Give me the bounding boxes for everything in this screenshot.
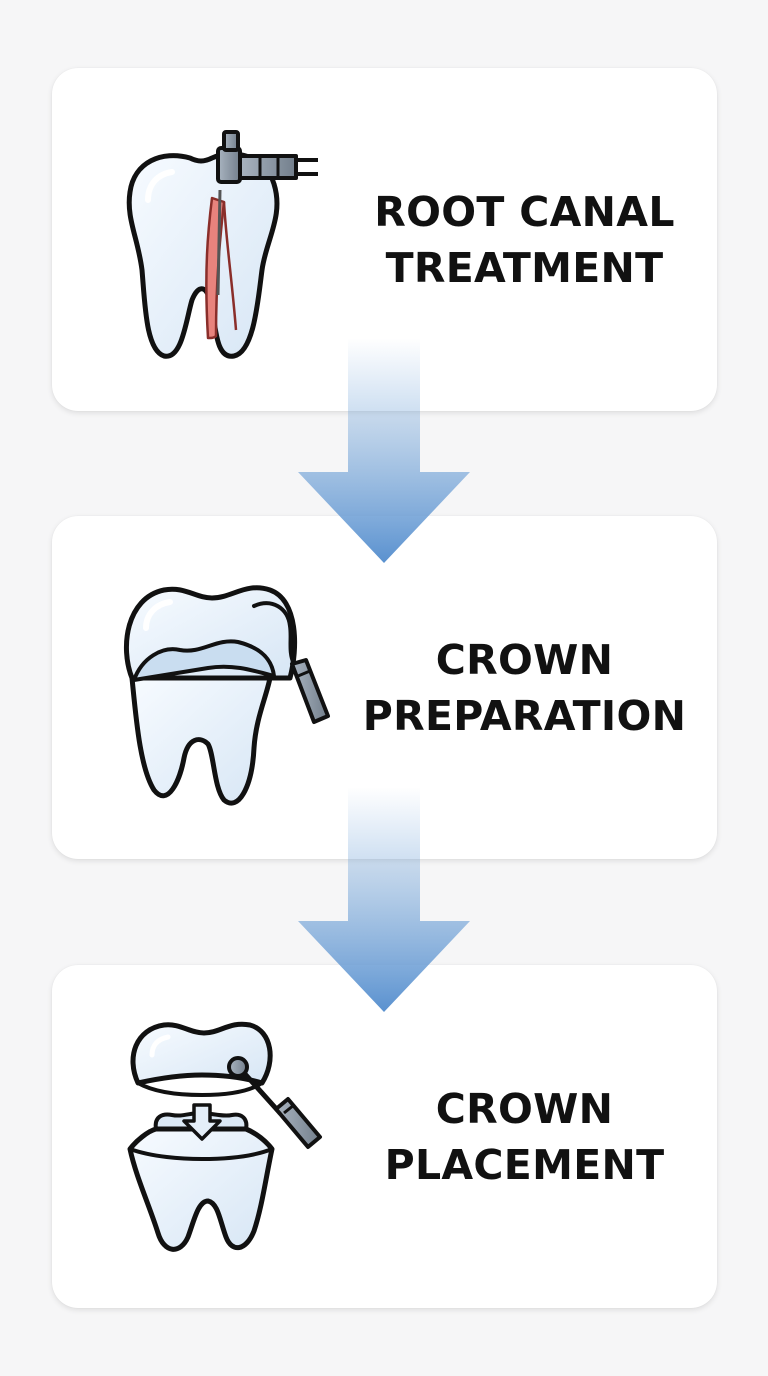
tooth-drill-icon bbox=[126, 130, 318, 359]
step-label: ROOT CANAL TREATMENT bbox=[342, 68, 707, 411]
step-label-line1: CROWN bbox=[435, 1084, 614, 1133]
step-label-line2: PREPARATION bbox=[362, 691, 687, 740]
crown-placement-icon bbox=[127, 1021, 322, 1252]
step-card-crown-preparation: CROWN PREPARATION bbox=[52, 516, 717, 859]
step-card-root-canal: ROOT CANAL TREATMENT bbox=[52, 68, 717, 411]
step-label-line2: PLACEMENT bbox=[384, 1140, 665, 1189]
step-card-crown-placement: CROWN PLACEMENT bbox=[52, 965, 717, 1308]
step-label-line2: TREATMENT bbox=[385, 243, 664, 292]
tooth-preparation-icon bbox=[124, 585, 330, 806]
step-label: CROWN PREPARATION bbox=[342, 516, 707, 859]
step-label-line1: ROOT CANAL bbox=[374, 187, 675, 236]
down-arrow-icon bbox=[298, 338, 470, 563]
step-label: CROWN PLACEMENT bbox=[342, 965, 707, 1308]
step-label-line1: CROWN bbox=[435, 635, 614, 684]
down-arrow-icon bbox=[298, 787, 470, 1012]
